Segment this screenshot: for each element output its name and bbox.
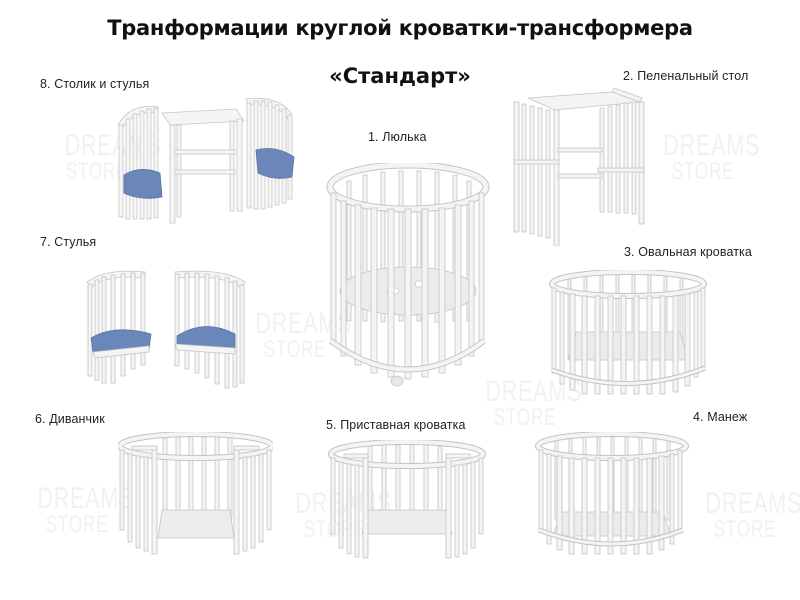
label-sofa: 6. Диванчик bbox=[35, 412, 105, 426]
label-changing-table: 2. Пеленальный стол bbox=[623, 69, 749, 83]
playpen-icon bbox=[535, 432, 690, 557]
watermark: DREAMS STORE bbox=[37, 482, 135, 538]
label-round-cradle: 1. Люлька bbox=[368, 130, 427, 144]
page-subtitle: «Стандарт» bbox=[329, 64, 471, 88]
changing-table-icon bbox=[510, 88, 650, 246]
table-and-chairs-icon bbox=[110, 95, 300, 230]
label-playpen: 4. Манеж bbox=[693, 410, 748, 424]
two-chairs-icon bbox=[85, 268, 250, 393]
label-table-and-chairs: 8. Столик и стулья bbox=[40, 77, 150, 91]
side-crib-icon bbox=[328, 440, 486, 560]
sofa-icon bbox=[118, 432, 273, 557]
page-title: Транформации круглой кроватки-трансформе… bbox=[107, 16, 693, 40]
label-chairs: 7. Стулья bbox=[40, 235, 97, 249]
label-side-crib: 5. Приставная кроватка bbox=[326, 418, 466, 432]
oval-crib-icon bbox=[548, 270, 708, 395]
watermark: DREAMS STORE bbox=[663, 129, 761, 185]
label-oval-crib: 3. Овальная кроватка bbox=[624, 245, 752, 259]
round-cradle-icon bbox=[325, 163, 490, 388]
watermark: DREAMS STORE bbox=[705, 487, 800, 543]
